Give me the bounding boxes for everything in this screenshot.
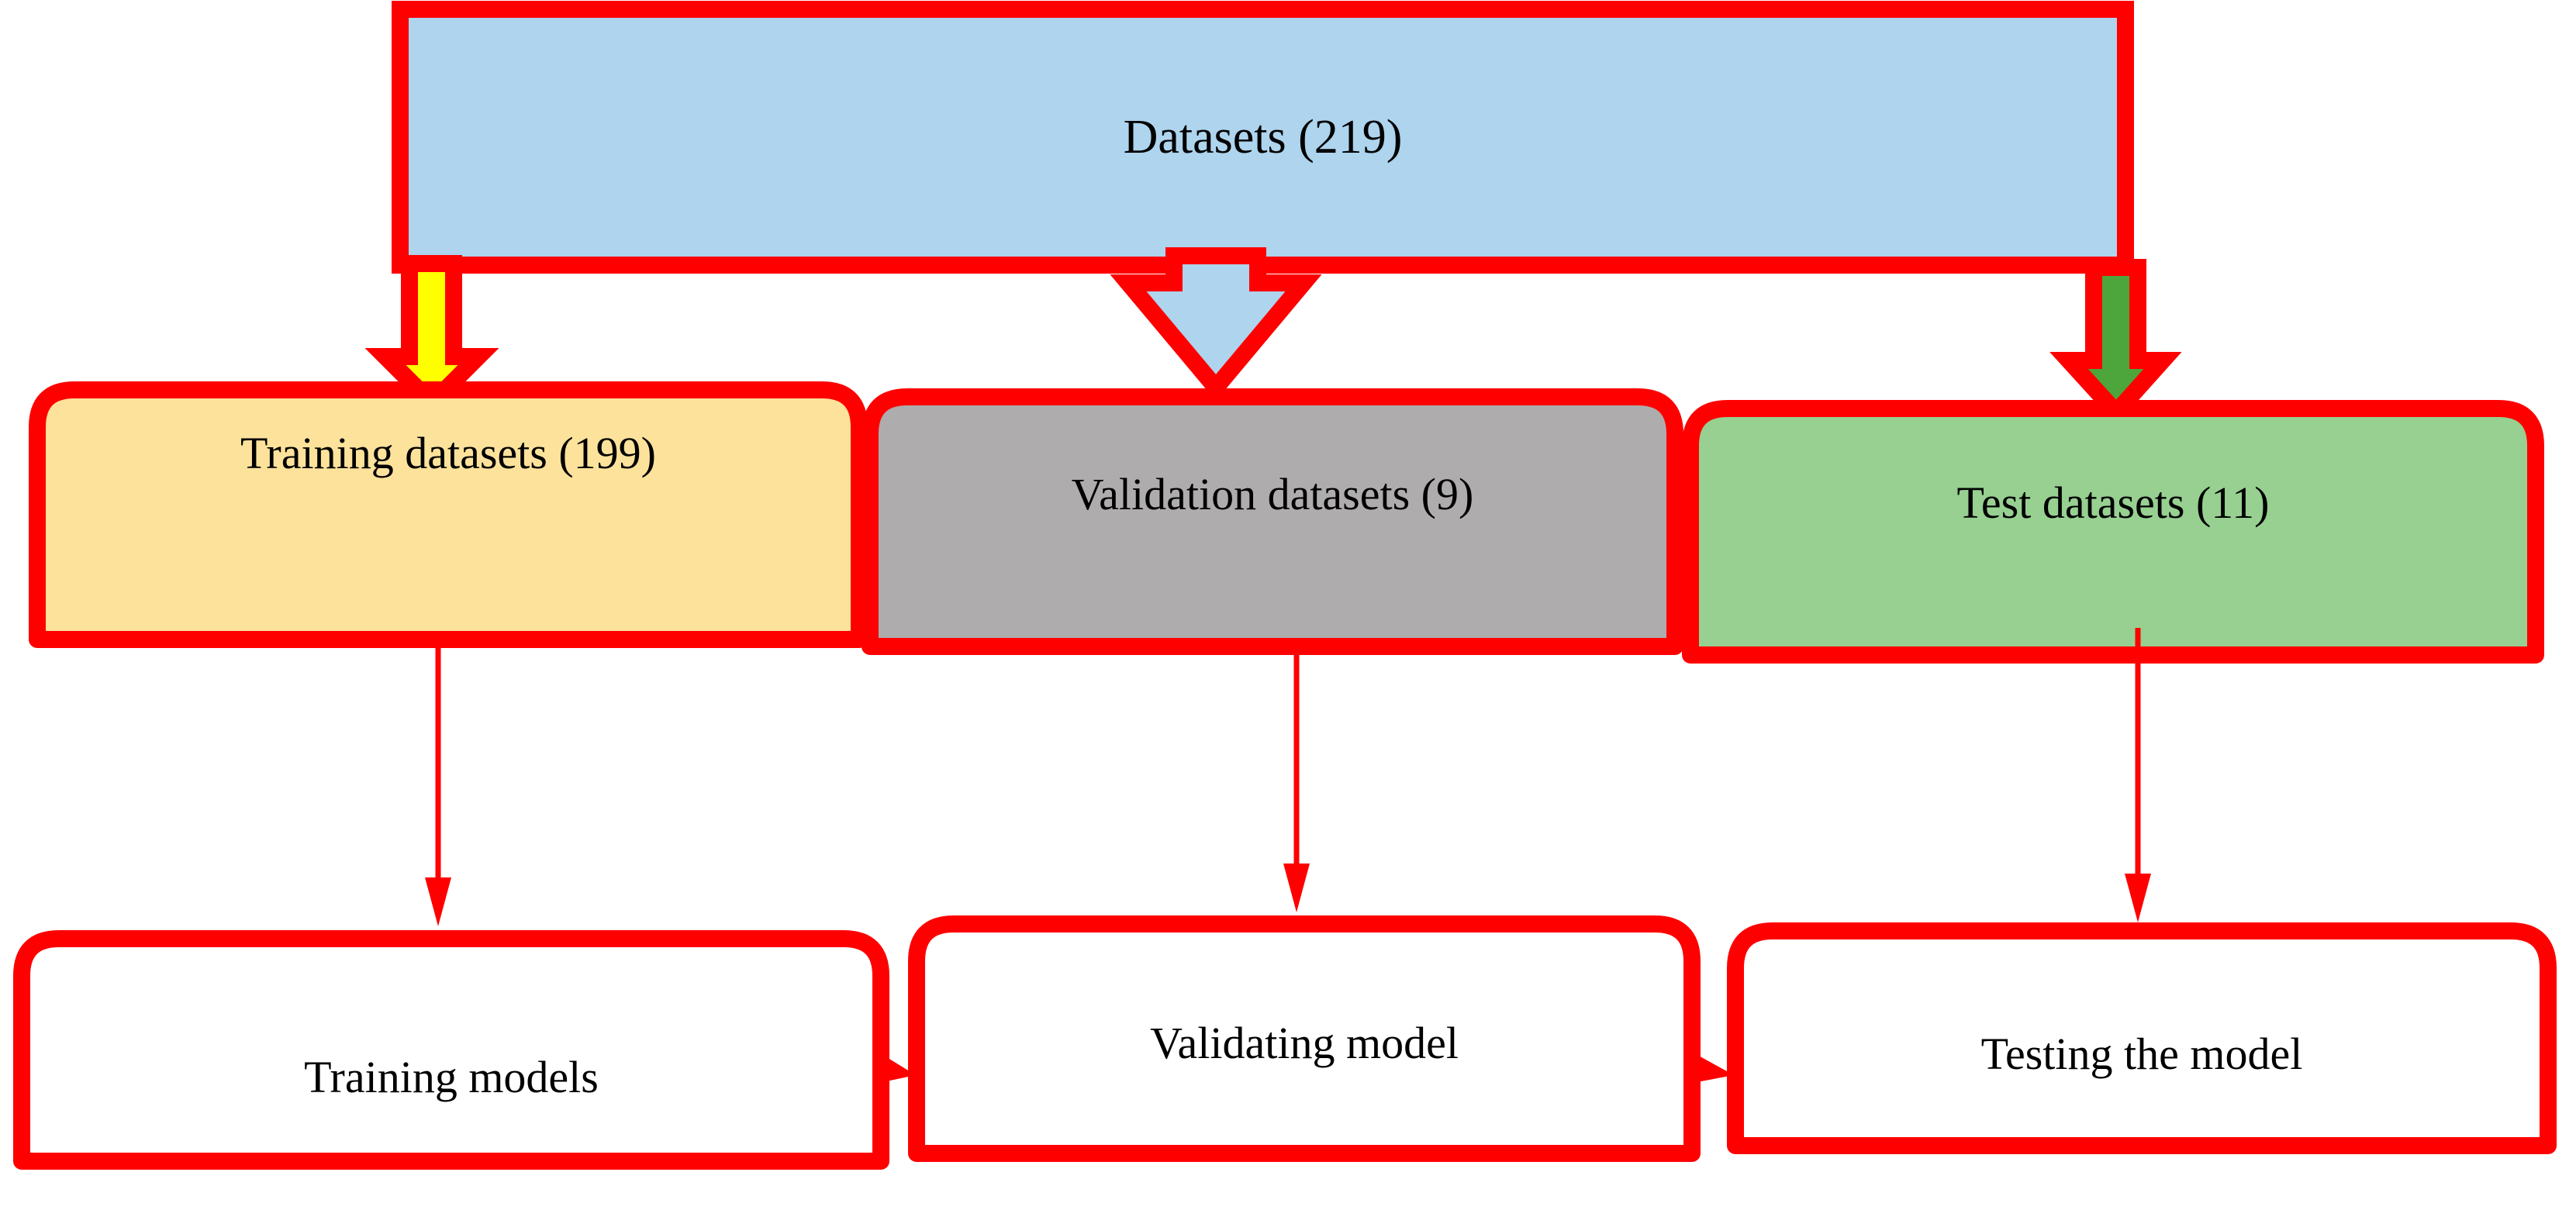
node-datasets-shape[interactable] bbox=[392, 1, 2134, 274]
edge-test-ds-to-testing-md-head bbox=[2125, 874, 2151, 922]
edge-validation-ds-to-validating-md-head bbox=[1283, 864, 1310, 912]
edge-training-ds-to-training-md-head bbox=[425, 877, 451, 926]
node-validating-model-shape[interactable] bbox=[908, 915, 1701, 1162]
edge-validating-md-to-testing-md-head bbox=[1689, 1050, 1734, 1084]
node-training-models-shape[interactable] bbox=[13, 930, 889, 1170]
node-training-datasets-shape[interactable] bbox=[29, 381, 868, 648]
edge-training-md-to-validating-md-head bbox=[875, 1050, 916, 1084]
edge-datasets-to-validation-arrow[interactable] bbox=[1110, 247, 1322, 402]
node-test-datasets-shape[interactable] bbox=[1682, 400, 2544, 664]
node-validation-datasets-shape[interactable] bbox=[862, 388, 1683, 655]
edge-datasets-to-training-arrow[interactable] bbox=[364, 255, 499, 415]
edge-datasets-to-test-arrow[interactable] bbox=[2049, 259, 2182, 426]
node-testing-model-shape[interactable] bbox=[1727, 922, 2557, 1154]
